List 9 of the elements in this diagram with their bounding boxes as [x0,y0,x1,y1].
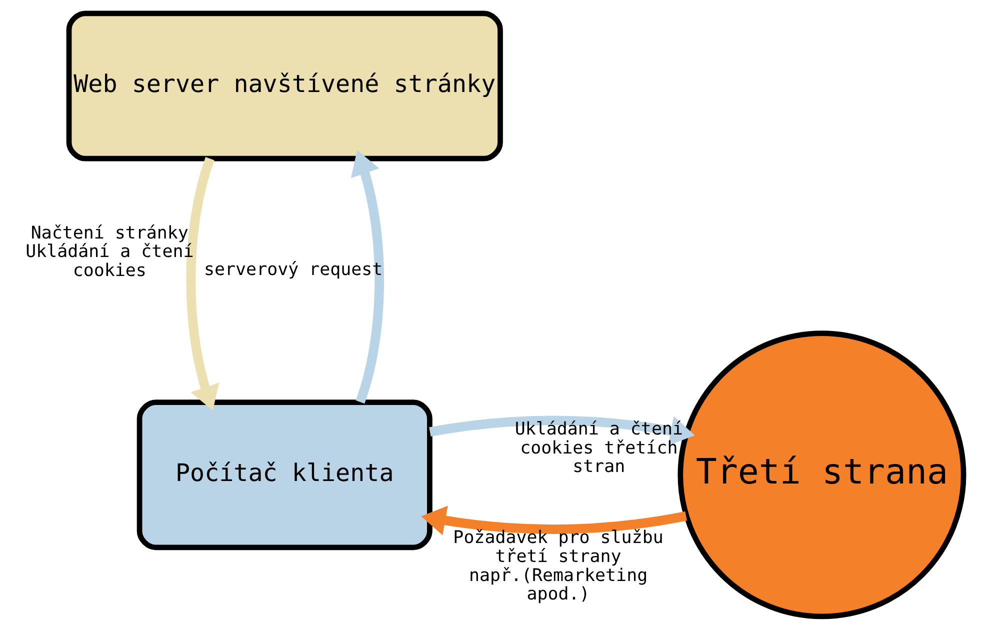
node-box: Web server navštívené stránky [66,10,502,162]
arrow [420,506,686,536]
edge-label: serverový request [204,260,382,280]
node-box: Počítač klienta [136,400,432,550]
arrow [350,150,384,404]
edge-label: Požadavek pro službu třetí strany např.(Remarketing apod.) [452,528,663,605]
edge-label: Načtení stránky Ukládání a čtení cookies [25,223,194,281]
arrow [186,157,219,411]
arrow [428,416,694,446]
